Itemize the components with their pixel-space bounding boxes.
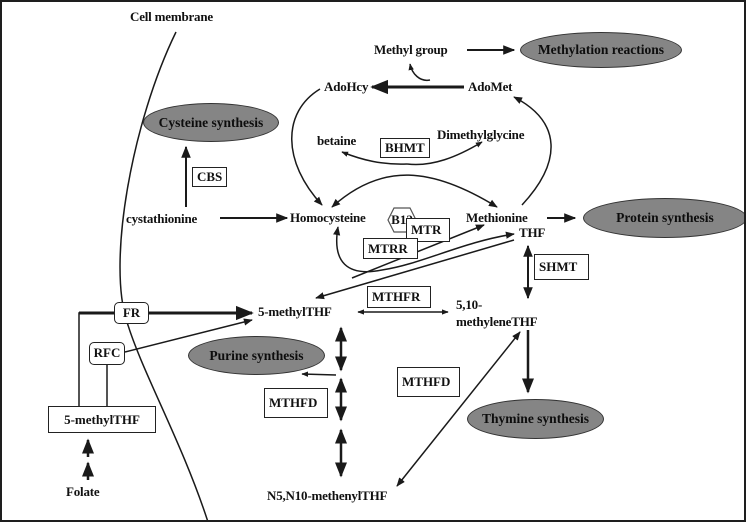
- edge-rfc-to-5mthf: [124, 318, 253, 353]
- methenylthf-label: N5,N10-methenylTHF: [267, 488, 388, 503]
- cysteine-synthesis-ellipse: Cysteine synthesis: [143, 103, 279, 142]
- edge-adohcy-homocysteine: [291, 88, 323, 206]
- edge-adomet-methylgroup: [408, 63, 431, 82]
- mthfr-enzyme-box: MTHFR: [367, 286, 431, 308]
- bhmt-enzyme-box: BHMT: [380, 138, 430, 158]
- homocysteine-label: Homocysteine: [290, 210, 366, 225]
- adohcy-label: AdoHcy: [324, 79, 369, 94]
- cell-membrane-label: Cell membrane: [130, 9, 213, 24]
- edge-homocysteine-methionine: [331, 174, 498, 208]
- betaine-label: betaine: [317, 133, 357, 148]
- methylenethf-label-line2: methyleneTHF: [456, 314, 538, 329]
- edge-5mthf-methionine: [351, 224, 485, 279]
- methylation-reactions-ellipse: Methylation reactions: [520, 32, 682, 68]
- methylenethf-label-line1: 5,10-: [456, 297, 483, 312]
- shmt-enzyme-box: SHMT: [534, 254, 589, 280]
- mthfd-enzyme-box-right: MTHFD: [397, 367, 460, 397]
- edge-thf-5methylthf: [315, 239, 515, 300]
- purine-synthesis-ellipse: Purine synthesis: [188, 336, 325, 375]
- mtrr-enzyme-box: MTRR: [363, 238, 418, 259]
- thymine-synthesis-ellipse: Thymine synthesis: [467, 399, 604, 439]
- adomet-label: AdoMet: [468, 79, 513, 94]
- edge-bhmt-dimethylglycine: [406, 141, 483, 166]
- dimethylglycine-label: Dimethylglycine: [437, 127, 525, 142]
- edge-to-purine: [301, 371, 337, 377]
- cbs-enzyme-box: CBS: [192, 167, 228, 187]
- fr-transporter-box: FR: [114, 302, 149, 324]
- thf-label: THF: [519, 225, 546, 240]
- edge-mtr-loop: [333, 226, 515, 273]
- methyl-group-label: Methyl group: [374, 42, 448, 57]
- edge-bhmt-betaine: [341, 151, 408, 165]
- extracellular-5-methylthf-box: 5-methylTHF: [48, 406, 156, 433]
- folate-label: Folate: [66, 484, 100, 499]
- protein-synthesis-ellipse: Protein synthesis: [583, 198, 744, 238]
- cystathionine-label: cystathionine: [126, 211, 198, 226]
- rfc-transporter-box: RFC: [89, 342, 125, 365]
- edge-methionine-adomet: [513, 96, 552, 206]
- edge-mthfd-diagonal: [396, 331, 521, 487]
- mthfd-enzyme-box-left: MTHFD: [264, 388, 328, 418]
- methionine-label: Methionine: [466, 210, 528, 225]
- 5-methylthf-label: 5-methylTHF: [258, 304, 332, 319]
